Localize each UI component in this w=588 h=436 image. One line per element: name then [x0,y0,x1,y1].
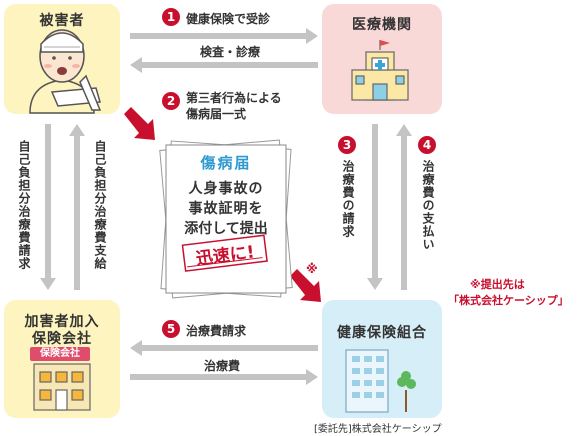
hospital-illustration [351,40,409,101]
asterisk-mark: ※ [306,262,318,276]
victim-title: 被害者 [39,13,85,29]
side-label-claim: 自己負担分治療費請求 [17,140,31,270]
insurer-building-illustration [33,363,91,411]
arrow-to-victim [130,57,318,73]
note-line-2: 「株式会社ケーシップ」 [448,294,569,307]
consignee-label: [委託先]株式会社ケーシップ [314,424,442,435]
hospital-title: 医療機関 [352,17,412,33]
step-5-return-label: 治療費 [204,359,241,373]
arrow-hospital-to-union [367,124,383,290]
step-4-badge: 4 [418,136,436,154]
victim-illustration [29,29,102,114]
step-2-label: 第三者行為による 傷病届一式 [186,91,282,121]
red-arrow-victim-to-doc [124,107,155,140]
step-1-label: 健康保険で受診 [186,12,271,26]
step-5-label: 治療費請求 [186,324,247,338]
arrow-to-hospital [130,28,318,44]
document-line-2: 事故証明を [188,201,264,217]
arrow-union-to-hospital [396,124,412,290]
red-arrow-doc-to-union [290,269,321,302]
arrow-to-union-payment [130,369,318,385]
step-4-label: 治療費の支払い [421,160,435,251]
document-line-3: 添付して提出 [184,221,268,237]
step-1-return-label: 検査・診療 [200,45,261,59]
step-2-badge: 2 [162,92,180,110]
side-label-payment: 自己負担分治療費支給 [93,140,107,270]
union-title: 健康保険組合 [337,325,427,341]
arrow-victim-to-insurer [40,124,56,290]
document-title: 傷病届 [200,154,252,172]
note-line-1: ※提出先は [470,278,525,291]
union-building-illustration [345,349,416,413]
document-line-1: 人身事故の [188,181,264,197]
step-5-badge: 5 [162,320,180,338]
insurer-title: 加害者加入 保険会社 [24,314,100,347]
step-3-badge: 3 [338,136,356,154]
insurer-sign: 保険会社 [30,347,90,361]
stamp-frame [181,234,268,272]
arrow-insurer-to-victim [69,124,85,290]
step-3-label: 治療費の請求 [341,160,355,238]
document-stack [159,139,293,299]
arrow-to-insurer [130,340,318,356]
step-1-badge: 1 [162,8,180,26]
